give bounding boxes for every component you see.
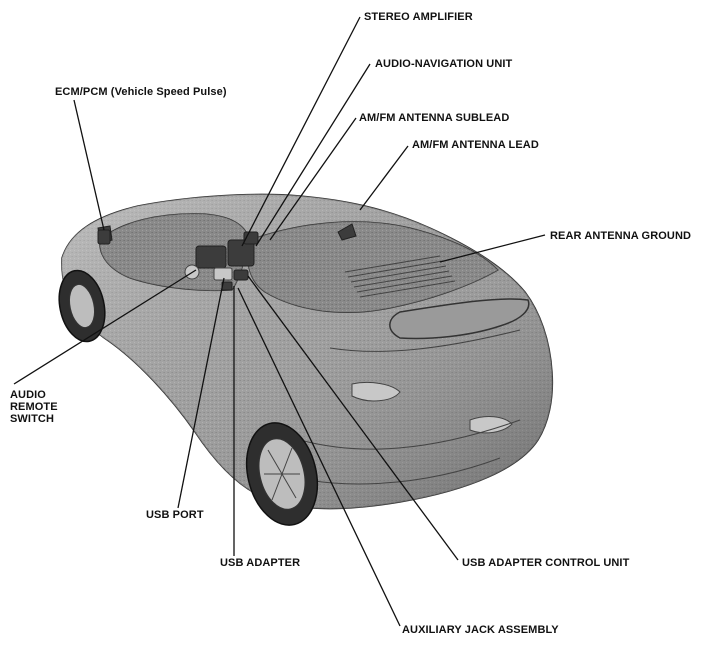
ecm-pcm-module [97, 229, 111, 245]
label-am-fm-antenna-sublead: AM/FM ANTENNA SUBLEAD [359, 112, 509, 124]
label-usb-adapter: USB ADAPTER [220, 557, 300, 569]
leader-ecm-pcm [73, 99, 105, 231]
rear-defroster-grid [344, 255, 456, 298]
roof-antenna [337, 223, 357, 241]
leader-lines [13, 16, 546, 627]
rear-wheel [245, 422, 319, 526]
label-usb-port: USB PORT [146, 509, 204, 521]
rear-spoiler [389, 298, 530, 340]
leader-am-fm-antenna-lead [359, 145, 409, 211]
leader-stereo-amplifier [241, 16, 361, 247]
tail-light-left [351, 381, 401, 402]
leader-usb-port [177, 277, 225, 509]
label-auxiliary-jack-assembly: AUXILIARY JACK ASSEMBLY [402, 624, 559, 636]
label-audio-remote-switch-line1: AUDIO [10, 389, 46, 401]
label-audio-remote-switch-line2: REMOTE [10, 401, 58, 413]
label-stereo-amplifier: STEREO AMPLIFIER [364, 11, 473, 23]
label-usb-adapter-control-unit: USB ADAPTER CONTROL UNIT [462, 557, 630, 569]
label-am-fm-antenna-lead: AM/FM ANTENNA LEAD [412, 139, 539, 151]
label-audio-remote-switch-line3: SWITCH [10, 413, 54, 425]
label-audio-navigation-unit: AUDIO-NAVIGATION UNIT [375, 58, 513, 70]
car-illustration [58, 193, 554, 526]
leader-audio-navigation-unit [255, 63, 371, 247]
label-rear-antenna-ground: REAR ANTENNA GROUND [550, 230, 691, 242]
leader-auxiliary-jack-assembly [237, 287, 401, 627]
front-wheel [58, 269, 106, 343]
callout-labels: STEREO AMPLIFIER AUDIO-NAVIGATION UNIT A… [10, 11, 691, 636]
leader-am-fm-antenna-sublead [269, 117, 357, 241]
tail-light-right [469, 416, 513, 434]
leader-rear-antenna-ground [439, 234, 546, 263]
leader-audio-remote-switch [13, 269, 197, 385]
label-ecm-pcm: ECM/PCM (Vehicle Speed Pulse) [55, 86, 227, 98]
leader-usb-adapter-control-unit [247, 275, 459, 561]
